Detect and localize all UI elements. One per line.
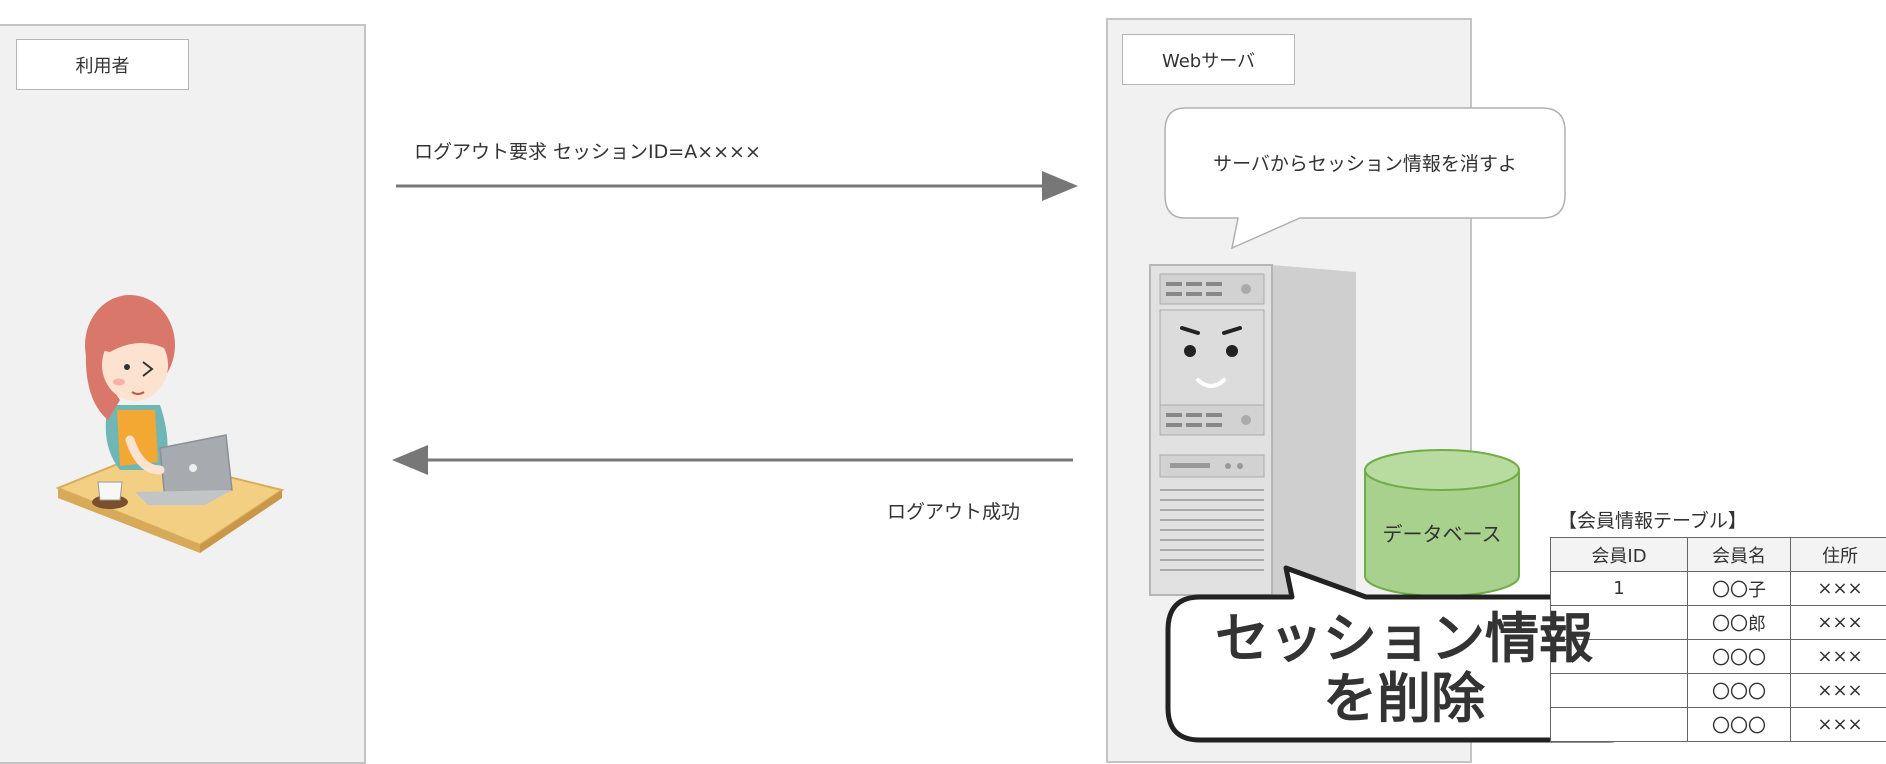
delete-callout-text: セッション情報 を削除: [1172, 600, 1636, 738]
table-cell: 〇〇子: [1688, 572, 1791, 606]
table-header-address: 住所: [1791, 538, 1886, 572]
database-label: データベース: [1365, 508, 1519, 556]
table-cell: 〇〇郎: [1688, 606, 1791, 640]
callout-line-1: セッション情報: [1215, 609, 1593, 669]
callout-line-2: を削除: [1323, 669, 1485, 729]
table-cell: ×××: [1791, 708, 1886, 742]
table-cell: ×××: [1791, 606, 1886, 640]
table-header-member-name: 会員名: [1688, 538, 1791, 572]
table-cell: 〇〇〇: [1688, 640, 1791, 674]
user-illustration-icon: [58, 295, 282, 553]
member-table-title: 【会員情報テーブル】: [1558, 506, 1747, 533]
table-cell: ×××: [1791, 640, 1886, 674]
speech-bubble-text: サーバからセッション情報を消すよ: [1170, 112, 1560, 212]
table-cell: 〇〇〇: [1688, 708, 1791, 742]
server-icon: [1150, 265, 1356, 595]
table-cell: 〇〇〇: [1688, 674, 1791, 708]
table-cell: ×××: [1791, 674, 1886, 708]
request-label: ログアウト要求 セッションID=A××××: [414, 137, 761, 164]
response-label: ログアウト成功: [887, 497, 1020, 524]
table-cell: ×××: [1791, 572, 1886, 606]
table-header-row: 会員ID 会員名 住所: [1551, 538, 1886, 572]
table-header-member-id: 会員ID: [1551, 538, 1688, 572]
